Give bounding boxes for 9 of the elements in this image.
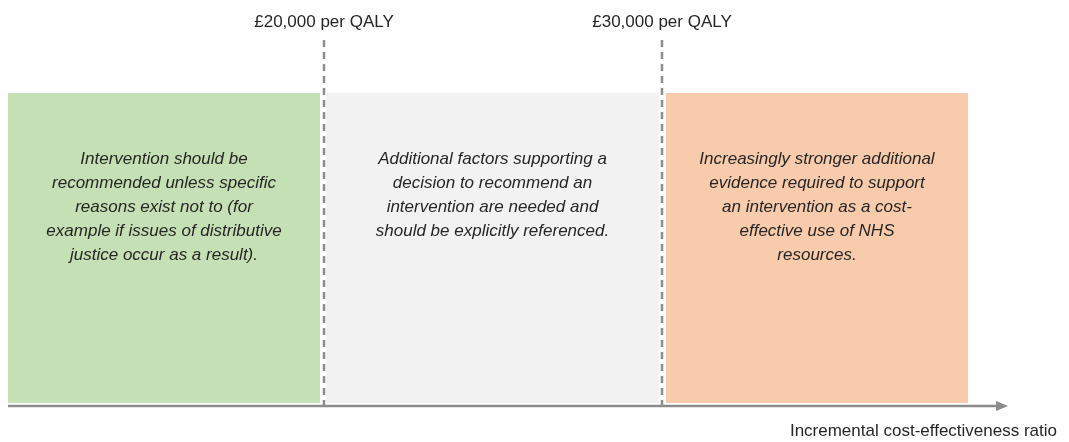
zone-description: Additional factors supporting a decision to recommend an intervention are needed and should be explicitly referenced. [374, 148, 611, 242]
zone-description: Intervention should be recommended unless specific reasons exist not to (for example if issues of distributive justice occur as a result). [45, 148, 283, 266]
threshold-label: £30,000 per QALY [592, 11, 732, 33]
zone-box [666, 93, 968, 403]
zone-description: Increasingly stronger additional evidence required to support an intervention as a cost-effective use of NHS resources. [698, 148, 936, 266]
threshold-label: £20,000 per QALY [254, 11, 394, 33]
axis-label: Incremental cost-effectiveness ratio [789, 420, 1057, 442]
zone-box [326, 93, 659, 403]
zone-box [8, 93, 320, 403]
